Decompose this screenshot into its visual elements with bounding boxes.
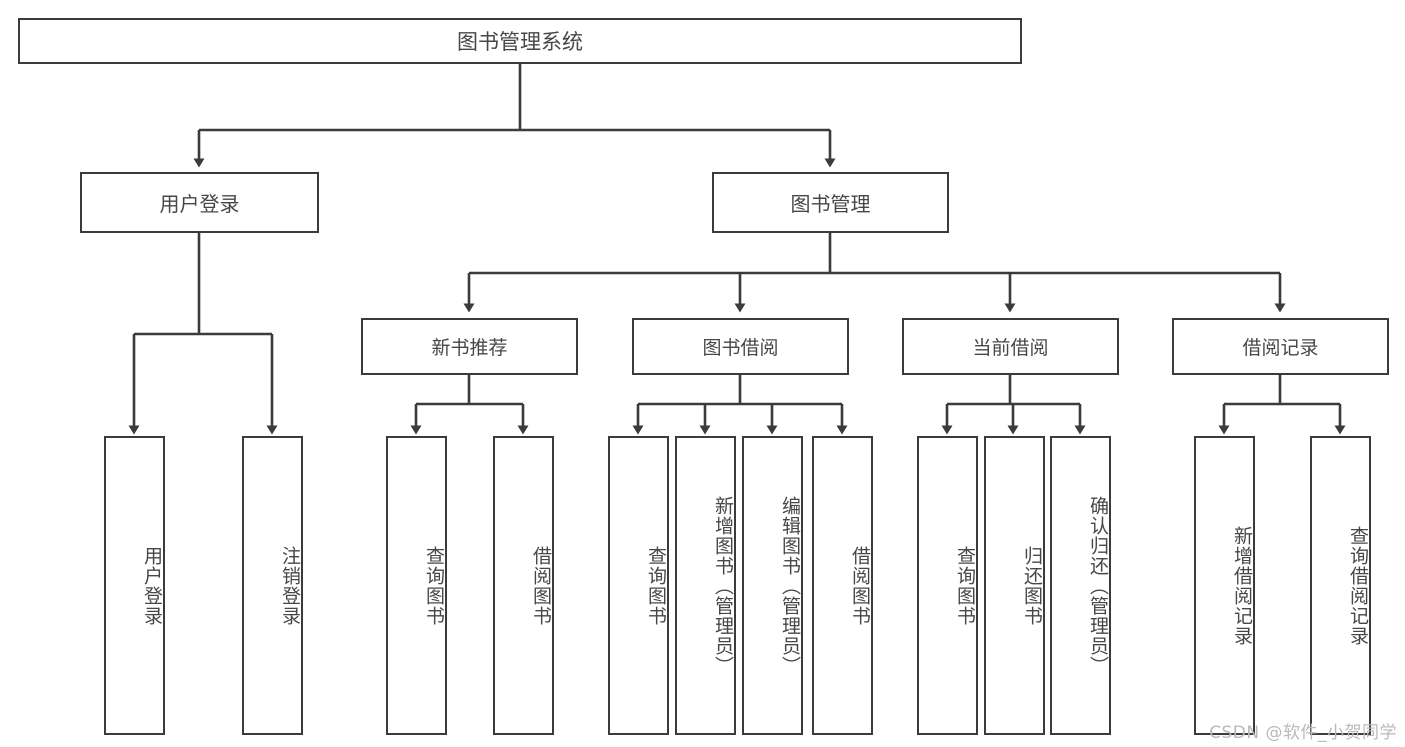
node-label: 新书推荐 bbox=[431, 337, 508, 359]
node-label: 查询图书 bbox=[954, 545, 976, 626]
leaf-new-book-borrow[interactable]: 借阅图书 bbox=[493, 436, 554, 735]
leaf-new-book-query[interactable]: 查询图书 bbox=[386, 436, 447, 735]
leaf-book-borrow-borrow[interactable]: 借阅图书 bbox=[812, 436, 873, 735]
node-label: 确认归还（管理员） bbox=[1087, 495, 1109, 676]
node-current-borrow[interactable]: 当前借阅 bbox=[902, 318, 1119, 375]
node-new-book-recommend[interactable]: 新书推荐 bbox=[361, 318, 578, 375]
node-borrow-record[interactable]: 借阅记录 bbox=[1172, 318, 1389, 375]
node-label: 借阅图书 bbox=[849, 545, 871, 626]
leaf-book-borrow-add[interactable]: 新增图书（管理员） bbox=[675, 436, 736, 735]
node-label: 图书管理 bbox=[790, 192, 871, 216]
node-label: 新增借阅记录 bbox=[1231, 525, 1253, 646]
node-label: 用户登录 bbox=[159, 192, 240, 216]
node-label: 注销登录 bbox=[279, 545, 301, 626]
node-user-login[interactable]: 用户登录 bbox=[80, 172, 319, 233]
leaf-book-borrow-query[interactable]: 查询图书 bbox=[608, 436, 669, 735]
node-label: 借阅图书 bbox=[530, 545, 552, 626]
leaf-borrow-record-add[interactable]: 新增借阅记录 bbox=[1194, 436, 1255, 735]
node-label: 查询借阅记录 bbox=[1347, 525, 1369, 646]
leaf-borrow-record-query[interactable]: 查询借阅记录 bbox=[1310, 436, 1371, 735]
leaf-user-login-login[interactable]: 用户登录 bbox=[104, 436, 165, 735]
watermark-text: CSDN @软件_小贺同学 bbox=[1209, 723, 1397, 743]
node-root-system[interactable]: 图书管理系统 bbox=[18, 18, 1022, 64]
node-label: 借阅记录 bbox=[1242, 337, 1319, 359]
node-book-borrow[interactable]: 图书借阅 bbox=[632, 318, 849, 375]
node-label: 查询图书 bbox=[423, 545, 445, 626]
node-label: 当前借阅 bbox=[972, 337, 1049, 359]
node-label: 归还图书 bbox=[1021, 545, 1043, 626]
node-label: 新增图书（管理员） bbox=[712, 495, 734, 676]
leaf-user-login-logout[interactable]: 注销登录 bbox=[242, 436, 303, 735]
leaf-current-borrow-confirm-return[interactable]: 确认归还（管理员） bbox=[1050, 436, 1111, 735]
node-label: 查询图书 bbox=[645, 545, 667, 626]
node-book-management[interactable]: 图书管理 bbox=[712, 172, 949, 233]
node-label: 编辑图书（管理员） bbox=[779, 495, 801, 676]
node-label: 图书借阅 bbox=[702, 337, 779, 359]
node-label: 图书管理系统 bbox=[457, 30, 583, 54]
leaf-book-borrow-edit[interactable]: 编辑图书（管理员） bbox=[742, 436, 803, 735]
leaf-current-borrow-return[interactable]: 归还图书 bbox=[984, 436, 1045, 735]
node-label: 用户登录 bbox=[141, 545, 163, 626]
leaf-current-borrow-query[interactable]: 查询图书 bbox=[917, 436, 978, 735]
